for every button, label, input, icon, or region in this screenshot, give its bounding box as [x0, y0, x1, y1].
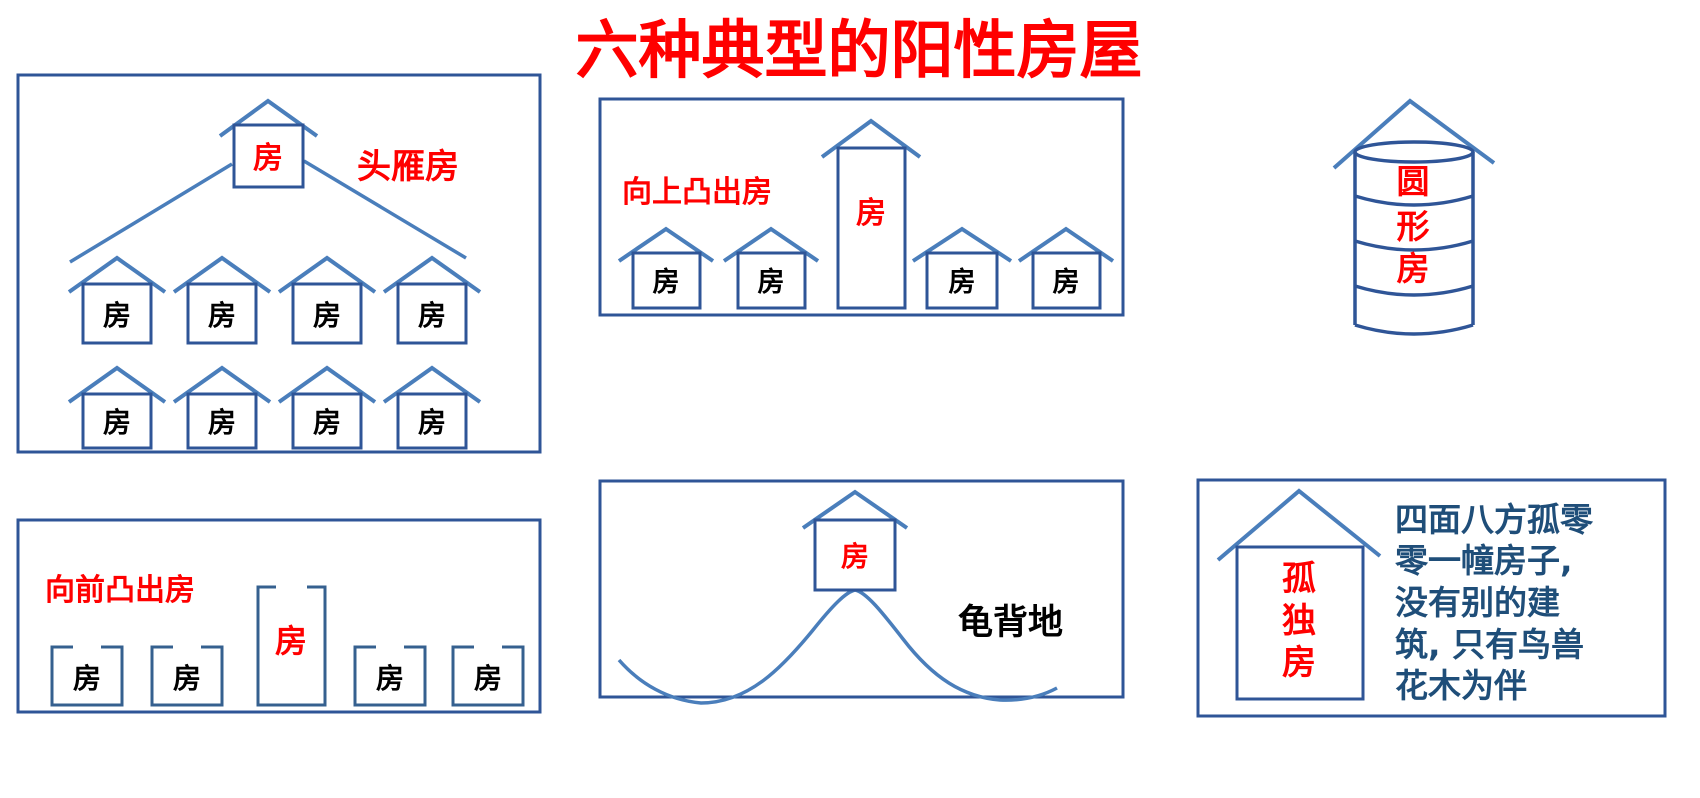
- panel-border: [598, 479, 1125, 699]
- house-roof: [172, 255, 272, 294]
- panel-forward-protruding-house: 向前凸出房 房 房 房 房 房: [16, 518, 542, 714]
- panel-border: [16, 73, 542, 454]
- house-label: 房: [1053, 267, 1080, 298]
- house-roof: [820, 118, 922, 159]
- house-label: 房: [313, 406, 341, 439]
- lonely-house-description: 四面八方孤零 零一幢房子, 没有别的建 筑, 只有鸟兽 花木为伴: [1395, 500, 1594, 705]
- house-outline: [150, 645, 224, 707]
- house-body: [396, 282, 468, 345]
- house-label: 房: [73, 662, 101, 695]
- house-outline: [256, 585, 327, 707]
- house-body: [1235, 545, 1365, 701]
- house-roof: [382, 255, 482, 294]
- house-body: [81, 392, 153, 450]
- house-roof: [1017, 226, 1115, 263]
- house-body: [631, 251, 702, 310]
- house-roof: [382, 365, 482, 404]
- round-house-label-char: 圆: [1397, 162, 1430, 201]
- house-roof: [617, 226, 715, 263]
- lonely-house-label-char: 房: [1282, 643, 1316, 683]
- house-label: 房: [208, 299, 236, 332]
- lonely-house-label-char: 独: [1282, 601, 1316, 641]
- house-roof: [911, 226, 1013, 263]
- house-body: [813, 518, 897, 592]
- description-line: 零一幢房子,: [1395, 541, 1573, 580]
- house-body: [396, 392, 468, 450]
- house-label: 房: [418, 406, 446, 439]
- cylinder-band: [1354, 239, 1474, 252]
- cylinder-bottom: [1354, 323, 1474, 336]
- house-body: [925, 251, 999, 310]
- panel-border: [16, 518, 542, 714]
- house-roof: [67, 255, 167, 294]
- panel-border: [1196, 478, 1667, 718]
- panel-round-house: 圆 形 房: [1332, 98, 1496, 336]
- house-label: 房: [103, 406, 131, 439]
- house-roof: [172, 365, 272, 404]
- house-body: [291, 392, 363, 450]
- house-body: [186, 282, 258, 345]
- cylinder-top: [1353, 140, 1475, 164]
- description-line: 筑, 只有鸟兽: [1395, 625, 1584, 664]
- house-label: 房: [653, 267, 680, 298]
- house-body: [1031, 251, 1102, 310]
- right-wing-line: [303, 159, 467, 260]
- house-roof: [277, 365, 377, 404]
- panel-label: 龟背地: [958, 603, 1063, 643]
- house-label: 房: [758, 267, 785, 298]
- panel-turtle-back-land: 房 龟背地: [598, 479, 1125, 705]
- house-roof: [67, 365, 167, 404]
- page-title: 六种典型的阳性房屋: [576, 14, 1143, 87]
- house-label: 房: [841, 540, 869, 573]
- house-label: 房: [173, 662, 201, 695]
- description-line: 花木为伴: [1395, 666, 1527, 705]
- panel-upward-protruding-house: 向上凸出房 房 房 房 房 房: [598, 97, 1125, 317]
- panel-label: 向上凸出房: [622, 175, 772, 210]
- cylinder-band: [1354, 284, 1474, 297]
- house-row-1: 房 房 房 房: [67, 255, 482, 345]
- house-label: 房: [949, 267, 976, 298]
- house-label: 房: [103, 299, 131, 332]
- house-roof: [1216, 488, 1382, 562]
- house-roof: [277, 255, 377, 294]
- house-label: 房: [376, 662, 404, 695]
- description-line: 没有别的建: [1395, 583, 1560, 622]
- house-body: [736, 251, 807, 310]
- house-body: [232, 123, 305, 189]
- house-outline: [50, 645, 124, 707]
- round-house-label-char: 房: [1397, 249, 1430, 288]
- round-house-roof: [1332, 98, 1496, 170]
- house-outline: [353, 645, 427, 707]
- panel-border: [598, 97, 1125, 317]
- round-house-label-char: 形: [1397, 207, 1430, 246]
- house-label: 房: [275, 622, 307, 660]
- house-label: 房: [856, 196, 886, 231]
- house-label: 房: [313, 299, 341, 332]
- description-line: 四面八方孤零: [1395, 500, 1594, 539]
- house-label: 房: [208, 406, 236, 439]
- house-body: [291, 282, 363, 345]
- house-body: [81, 282, 153, 345]
- house-label: 房: [418, 299, 446, 332]
- lonely-house-label-char: 孤: [1282, 559, 1316, 599]
- house-body: [836, 146, 907, 310]
- cylinder-band: [1354, 194, 1474, 207]
- panel-label: 向前凸出房: [45, 573, 195, 608]
- house-body: [186, 392, 258, 450]
- house-label: 房: [253, 141, 283, 176]
- house-roof: [722, 226, 820, 263]
- house-row-2: 房 房 房 房: [67, 365, 482, 450]
- panel-label: 头雁房: [357, 147, 459, 187]
- left-wing-line: [69, 162, 233, 264]
- house-roof: [801, 489, 909, 530]
- panel-head-goose-house: 房 头雁房 房 房 房 房 房 房 房: [16, 73, 542, 454]
- house-label: 房: [474, 662, 502, 695]
- house-outline: [451, 645, 525, 707]
- panel-lonely-house: 孤 独 房 四面八方孤零 零一幢房子, 没有别的建 筑, 只有鸟兽 花木为伴: [1196, 478, 1667, 718]
